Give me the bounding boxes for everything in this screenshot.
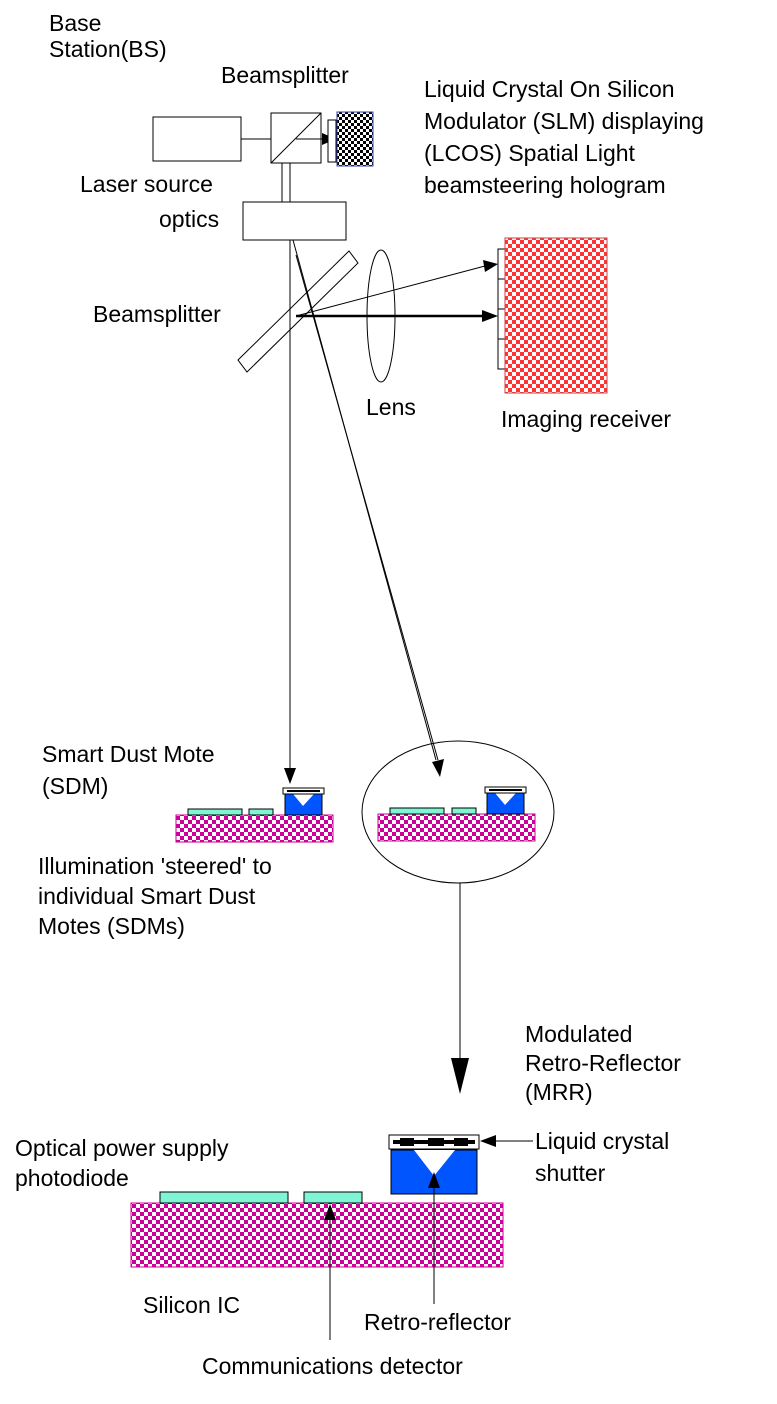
retro-reflector-v	[414, 1150, 455, 1176]
sdm-right-photodiode	[389, 807, 445, 815]
beam-down-angled-b	[295, 254, 439, 761]
laser-source-box	[152, 116, 242, 162]
sdm-right-retro-v	[495, 793, 516, 805]
liquid-crystal-shutter-segment-2	[428, 1138, 444, 1146]
zoom-arrow	[451, 1058, 469, 1094]
sdm-left-retro-v	[293, 794, 314, 806]
receiver-pixel-3	[497, 308, 506, 340]
sdm-left-detector	[248, 808, 274, 816]
retro-callout-arrow	[428, 1172, 440, 1188]
imaging-receiver	[504, 237, 608, 394]
receiver-pixel-4	[497, 338, 506, 370]
receiver-pixel-1	[497, 248, 506, 280]
silicon-ic	[130, 1202, 504, 1268]
label-comm-detector: Communications detector	[202, 1353, 463, 1379]
label-beamsplitter-top: Beamsplitter	[221, 62, 349, 88]
liquid-crystal-shutter-segment-1	[400, 1138, 414, 1146]
reflected-beam-upper	[295, 265, 486, 317]
label-silicon-ic: Silicon IC	[143, 1292, 241, 1318]
label-lens: Lens	[366, 394, 416, 420]
optics-box	[242, 201, 347, 241]
label-optics: optics	[159, 206, 220, 232]
slm-frame	[327, 119, 337, 163]
label-optical-power: Optical power supply photodiode	[15, 1135, 229, 1191]
label-imaging-receiver: Imaging receiver	[501, 406, 672, 432]
optical-power-photodiode	[159, 1191, 289, 1204]
liquid-crystal-shutter-segment-3	[454, 1138, 468, 1146]
sdm-right-detector	[451, 807, 477, 815]
label-sdm: Smart Dust Mote (SDM)	[42, 741, 215, 799]
slm-hologram	[336, 111, 374, 167]
beam-down-arrow-1	[284, 768, 296, 784]
communications-detector	[303, 1191, 363, 1204]
reflected-beam-upper-arrow	[483, 260, 498, 272]
magnifier-circle	[361, 740, 555, 884]
sdm-left-shutter-lc	[287, 790, 320, 792]
sdm-right-substrate	[377, 813, 536, 842]
label-mrr: Modulated Retro-Reflector (MRR)	[525, 1021, 681, 1105]
sdm-left-substrate	[175, 814, 334, 843]
sdm-right-shutter-lc	[489, 789, 522, 791]
label-retro-reflector: Retro-reflector	[364, 1309, 511, 1335]
shutter-callout-arrow	[480, 1135, 496, 1147]
detector-callout-arrow	[324, 1204, 336, 1220]
receiver-pixel-2	[497, 278, 506, 310]
sdm-left-photodiode	[187, 808, 243, 816]
label-beamsplitter-mid: Beamsplitter	[93, 301, 221, 327]
beam-down-arrow-2	[432, 759, 444, 777]
label-liquid-crystal-shutter: Liquid crystal shutter	[535, 1128, 670, 1186]
beamsplitter-plate	[237, 250, 359, 373]
beamsplitter-cube-diagonal	[270, 112, 322, 164]
label-illumination: Illumination 'steered' to individual Sma…	[38, 853, 272, 939]
label-base-station: Base Station(BS)	[49, 10, 167, 62]
reflected-beam-main-arrow	[482, 310, 498, 322]
label-laser-source: Laser source	[80, 171, 213, 197]
label-lcos-slm: Liquid Crystal On Silicon Modulator (SLM…	[424, 76, 704, 198]
